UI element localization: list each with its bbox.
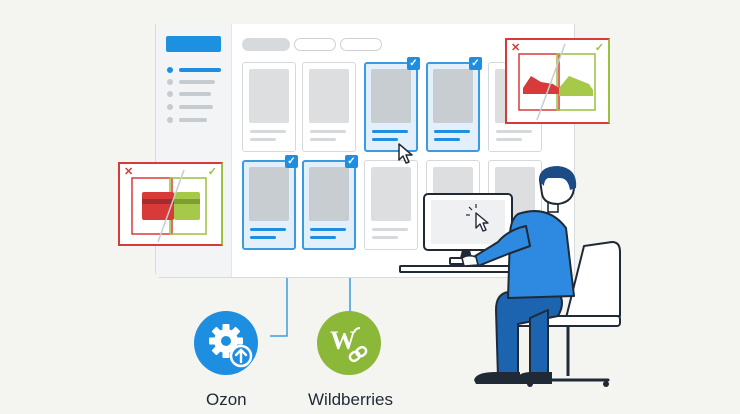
check-icon: ✓ xyxy=(407,57,420,70)
sidebar-item-5[interactable] xyxy=(167,116,227,124)
comparison-card-shoe: ✕ ✓ xyxy=(505,38,610,124)
person-icon xyxy=(461,166,577,384)
wildberries-logo-letter: W xyxy=(330,326,356,355)
approve-icon: ✓ xyxy=(594,42,604,54)
filter-pill-2[interactable] xyxy=(294,38,336,51)
credit-card-comparison-icon xyxy=(131,169,207,243)
product-card-selected[interactable]: ✓ xyxy=(364,57,420,152)
shoe-comparison-icon xyxy=(518,43,596,121)
filter-pill-3[interactable] xyxy=(340,38,382,51)
product-card[interactable] xyxy=(242,62,296,152)
product-card-selected[interactable]: ✓ xyxy=(242,155,298,250)
sidebar-item-2[interactable] xyxy=(167,78,227,86)
sidebar-item-3[interactable] xyxy=(167,90,227,98)
reject-icon: ✕ xyxy=(511,42,521,54)
sidebar-item-4[interactable] xyxy=(167,103,227,111)
sidebar-item-1[interactable] xyxy=(167,66,227,74)
product-card-selected[interactable]: ✓ xyxy=(302,155,358,250)
reject-icon: ✕ xyxy=(124,166,134,178)
wildberries-label: Wildberries xyxy=(308,390,394,409)
comparison-card-payment: ✕ ✓ xyxy=(118,162,223,246)
check-icon: ✓ xyxy=(285,155,298,168)
wildberries-integration[interactable]: W Wildberries xyxy=(300,310,410,414)
sidebar-primary-button[interactable] xyxy=(166,36,221,52)
approve-icon: ✓ xyxy=(207,166,217,178)
ozon-label: Ozon xyxy=(206,390,247,409)
wildberries-link-icon xyxy=(317,311,381,375)
product-card[interactable] xyxy=(302,62,356,152)
gear-upload-icon xyxy=(194,311,258,375)
product-card-selected[interactable]: ✓ xyxy=(426,57,482,152)
person-at-computer-illustration xyxy=(399,166,621,387)
filter-pill-1[interactable] xyxy=(242,38,290,51)
check-icon: ✓ xyxy=(469,57,482,70)
cursor-icon xyxy=(398,143,413,164)
product-card[interactable] xyxy=(364,160,418,250)
check-icon: ✓ xyxy=(345,155,358,168)
ozon-integration[interactable]: Ozon xyxy=(190,310,264,414)
